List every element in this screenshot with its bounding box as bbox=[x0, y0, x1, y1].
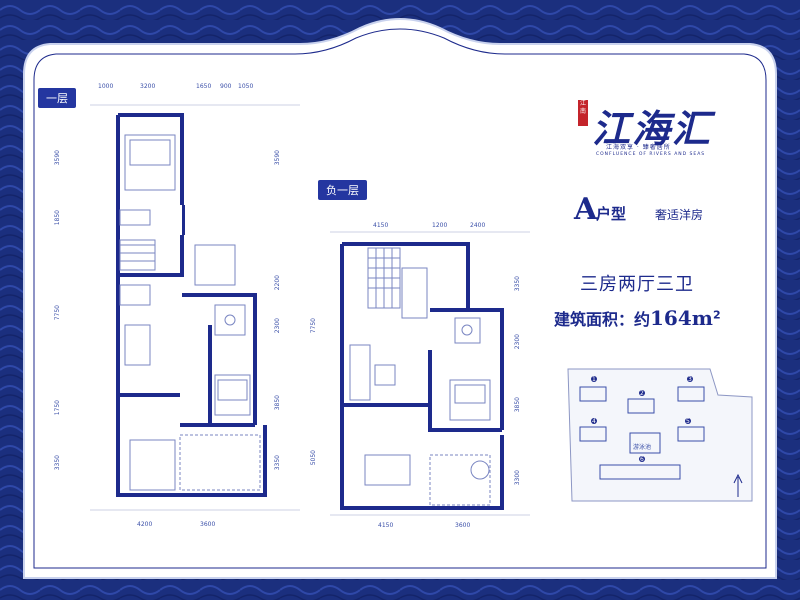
floor-b1-dim-top-2: 1200 bbox=[432, 222, 448, 229]
floor1-dim-top-5: 1050 bbox=[238, 83, 254, 90]
floor1-tag: 一层 bbox=[38, 88, 76, 108]
site-building-5: 5 bbox=[686, 418, 690, 425]
site-building-3: 3 bbox=[688, 376, 692, 383]
floor1-dim-bottom-2: 3600 bbox=[200, 521, 216, 528]
site-building-2: 2 bbox=[640, 390, 644, 397]
site-building-1: 1 bbox=[592, 376, 596, 383]
floor1-dim-top-3: 1650 bbox=[196, 83, 212, 90]
floor1-dim-right-3: 2300 bbox=[274, 318, 281, 334]
floor1-dim-right-1: 3590 bbox=[274, 150, 281, 166]
floor1-dim-left-2: 1850 bbox=[54, 210, 61, 226]
floor-b1-dim-left-2: 5050 bbox=[310, 450, 317, 466]
floor-b1-dim-left-1: 7750 bbox=[310, 318, 317, 334]
floor1-dim-right-5: 3350 bbox=[274, 455, 281, 471]
site-map bbox=[567, 368, 753, 502]
unit-type-description: 奢适洋房 bbox=[655, 208, 704, 222]
floor-b1-dim-bottom-1: 4150 bbox=[378, 522, 394, 529]
floor-b1-dim-right-2: 2300 bbox=[514, 334, 521, 350]
floor1-plan bbox=[90, 104, 300, 511]
floor1-dim-left-4: 1750 bbox=[54, 400, 61, 416]
floor1-dim-left-1: 3590 bbox=[54, 150, 61, 166]
site-pool-label: 游泳池 bbox=[633, 444, 652, 451]
floor1-dim-bottom-1: 4200 bbox=[137, 521, 153, 528]
floor-b1-dim-top-1: 4150 bbox=[373, 222, 389, 229]
floor1-dim-left-3: 7750 bbox=[54, 305, 61, 321]
floor-b1-dim-right-1: 3350 bbox=[514, 276, 521, 292]
floor1-dim-left-5: 3350 bbox=[54, 455, 61, 471]
floor-b1-plan bbox=[330, 231, 530, 516]
site-building-4: 4 bbox=[592, 418, 596, 425]
floor-b1-dim-right-4: 3300 bbox=[514, 470, 521, 486]
floor1-dim-top-2: 3200 bbox=[140, 83, 156, 90]
room-layout: 三房两厅三卫 bbox=[580, 274, 694, 295]
floor1-dim-top-1: 1000 bbox=[98, 83, 114, 90]
area-unit: m bbox=[691, 306, 713, 330]
unit-type-letter: A bbox=[574, 192, 598, 227]
area-unit-superscript: 2 bbox=[712, 308, 721, 322]
logo-english-tagline: CONFLUENCE OF RIVERS AND SEAS bbox=[596, 152, 706, 157]
logo-seal: 江南 bbox=[578, 100, 588, 126]
area-label: 建筑面积：约 bbox=[554, 310, 651, 329]
unit-type-word: 户型 bbox=[596, 205, 627, 223]
floor1-dim-right-2: 2200 bbox=[274, 275, 281, 291]
floor1-dim-top-4: 900 bbox=[220, 83, 232, 90]
floor-b1-tag: 负一层 bbox=[318, 180, 367, 200]
floor-b1-dim-right-3: 3850 bbox=[514, 397, 521, 413]
floor1-dim-right-4: 3850 bbox=[274, 395, 281, 411]
logo-tagline: 江海双享 · 臻奢居所 bbox=[606, 144, 671, 151]
site-building-6: 6 bbox=[640, 456, 644, 463]
floor-b1-dim-top-3: 2400 bbox=[470, 222, 486, 229]
area-value: 164 bbox=[650, 306, 692, 330]
building-area: 建筑面积：约164m2 bbox=[554, 306, 721, 330]
logo-wordmark: 江海汇 bbox=[592, 106, 713, 151]
floor-b1-dim-bottom-2: 3600 bbox=[455, 522, 471, 529]
